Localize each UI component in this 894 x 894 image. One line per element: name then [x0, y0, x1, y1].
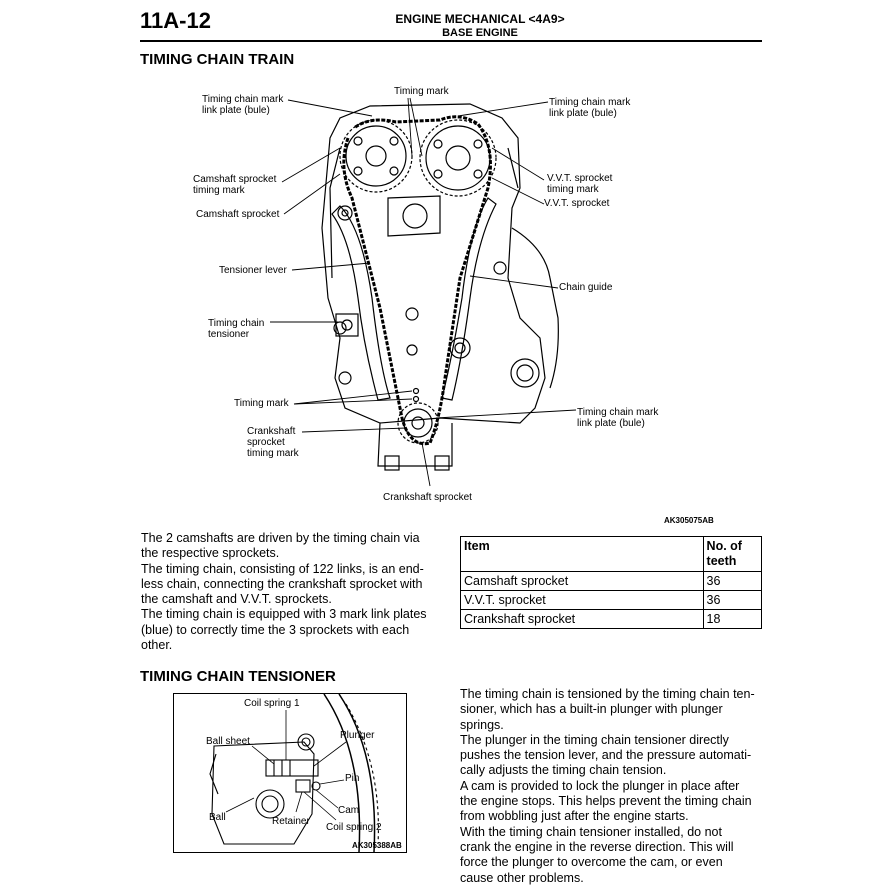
- text-line: the respective sprockets.: [141, 546, 280, 561]
- label-vvt-timing-2: timing mark: [547, 184, 599, 195]
- label-vvt-sprocket: V.V.T. sprocket: [544, 198, 610, 209]
- tensioner-drawing: [209, 694, 379, 852]
- table-header-teeth: No. of teeth: [702, 536, 763, 572]
- text-line: the camshaft and V.V.T. sprockets.: [141, 592, 332, 607]
- label-plunger: Plunger: [340, 730, 375, 741]
- label-coil-spring-2: Coil spring 2: [326, 822, 382, 833]
- page-number: 11A-12: [140, 8, 211, 33]
- table-cell-teeth: 36: [702, 590, 763, 610]
- label-link-plate-left-2: link plate (bule): [202, 105, 270, 116]
- figure-code-tensioner: AK305388AB: [352, 841, 402, 850]
- label-cam: Cam: [338, 805, 360, 816]
- label-retainer: Retainer: [272, 816, 310, 827]
- text-line: springs.: [460, 717, 504, 732]
- label-vvt-timing-1: V.V.T. sprocket: [547, 173, 613, 184]
- text-line: sioner, which has a built-in plunger wit…: [460, 702, 723, 717]
- text-line: the engine stops. This helps prevent the…: [460, 794, 752, 809]
- timing-chain-tensioner-description: The timing chain is tensioned by the tim…: [460, 687, 764, 886]
- table-row: Crankshaft sprocket 18: [460, 609, 763, 629]
- text-line: The 2 camshafts are driven by the timing…: [141, 531, 420, 545]
- label-link-plate-right-1: Timing chain mark: [549, 97, 631, 108]
- subsection-title: BASE ENGINE: [442, 27, 518, 39]
- label-crank-sprocket: Crankshaft sprocket: [383, 492, 472, 503]
- text-line: The timing chain is equipped with 3 mark…: [141, 607, 427, 622]
- text-line: cally adjusts the timing chain tension.: [460, 763, 667, 778]
- table-row: V.V.T. sprocket 36: [460, 590, 763, 610]
- label-tensioner-lever: Tensioner lever: [219, 265, 287, 276]
- table-cell-item: Camshaft sprocket: [460, 571, 704, 591]
- text-line: With the timing chain tensioner installe…: [460, 824, 722, 839]
- timing-chain-train-heading: TIMING CHAIN TRAIN: [140, 51, 295, 68]
- text-line: The timing chain is tensioned by the tim…: [460, 687, 755, 701]
- text-line: The timing chain, consisting of 122 link…: [141, 561, 424, 576]
- label-coil-spring-1: Coil spring 1: [244, 698, 300, 709]
- engine-timing-drawing: [270, 97, 577, 487]
- text-line: force the plunger to overcome the cam, o…: [460, 855, 723, 870]
- table-cell-teeth: 36: [702, 571, 763, 591]
- table-row: Camshaft sprocket 36: [460, 571, 763, 591]
- label-cam-sprocket: Camshaft sprocket: [196, 209, 280, 220]
- label-timing-mark-lower: Timing mark: [234, 398, 289, 409]
- timing-chain-tensioner-heading: TIMING CHAIN TENSIONER: [140, 668, 336, 685]
- tensioner-figure: Coil spring 1 Ball sheet Plunger Pin Cam…: [173, 693, 407, 853]
- table-header-row: Item No. of teeth: [460, 536, 763, 572]
- label-crank-link-1: Timing chain mark: [577, 407, 659, 418]
- header-divider: [140, 40, 762, 42]
- label-ball-sheet: Ball sheet: [206, 736, 250, 747]
- text-line: pushes the tension lever, and the pressu…: [460, 748, 752, 763]
- section-title: ENGINE MECHANICAL <4A9>: [395, 12, 565, 26]
- text-line: other.: [141, 638, 173, 653]
- label-timing-mark-top: Timing mark: [394, 86, 449, 97]
- table-header-item: Item: [460, 536, 704, 572]
- label-tensioner-1: Timing chain: [208, 318, 265, 329]
- label-crank-link-2: link plate (bule): [577, 418, 645, 429]
- figure-code-train: AK305075AB: [664, 516, 714, 525]
- label-link-plate-right-2: link plate (bule): [549, 108, 617, 119]
- table-cell-teeth: 18: [702, 609, 763, 629]
- text-line: crank the engine in the reverse directio…: [460, 839, 734, 854]
- table-cell-item: Crankshaft sprocket: [460, 609, 704, 629]
- label-cam-timing-1: Camshaft sprocket: [193, 174, 277, 185]
- text-line: from wobbling just after the engine star…: [460, 809, 689, 824]
- label-crank-timing-1: Crankshaft: [247, 426, 296, 437]
- label-pin: Pin: [345, 773, 360, 784]
- text-line: A cam is provided to lock the plunger in…: [460, 778, 740, 793]
- timing-chain-train-description: The 2 camshafts are driven by the timing…: [141, 531, 441, 653]
- label-cam-timing-2: timing mark: [193, 185, 245, 196]
- text-line: less chain, connecting the crankshaft sp…: [141, 576, 423, 591]
- timing-chain-train-figure: Timing mark Timing chain mark link plate…: [140, 78, 762, 525]
- sprocket-teeth-table: Item No. of teeth Camshaft sprocket 36 V…: [460, 536, 763, 629]
- label-crank-timing-3: timing mark: [247, 448, 299, 459]
- text-line: (blue) to correctly time the 3 sprockets…: [141, 622, 410, 637]
- table-cell-item: V.V.T. sprocket: [460, 590, 704, 610]
- label-chain-guide: Chain guide: [559, 282, 613, 293]
- label-ball: Ball: [209, 812, 226, 823]
- text-line: cause other problems.: [460, 870, 584, 885]
- label-crank-timing-2: sprocket: [247, 437, 285, 448]
- label-link-plate-left-1: Timing chain mark: [202, 94, 284, 105]
- label-tensioner-2: tensioner: [208, 329, 250, 340]
- text-line: The plunger in the timing chain tensione…: [460, 732, 729, 747]
